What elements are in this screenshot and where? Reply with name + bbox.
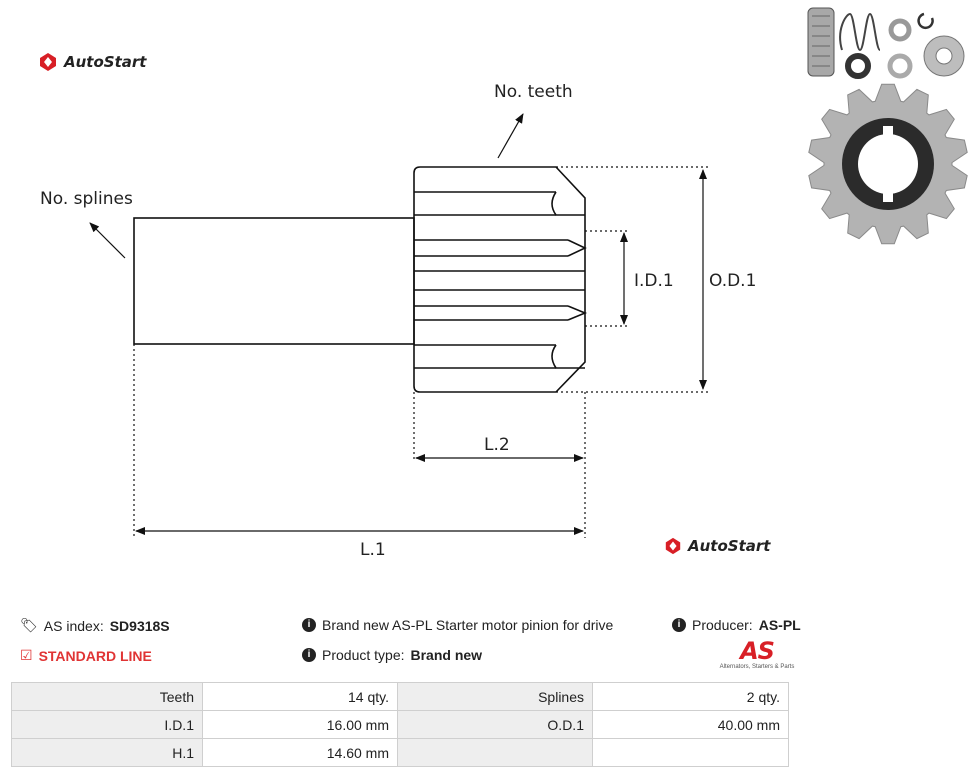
pinion-outline bbox=[133, 166, 588, 393]
info-icon: i bbox=[302, 618, 316, 632]
spec-value: 14.60 mm bbox=[202, 738, 398, 767]
as-logo-mark: AS bbox=[740, 637, 775, 665]
description-text: Brand new AS-PL Starter motor pinion for… bbox=[322, 617, 614, 633]
product-type-label: Product type: bbox=[322, 647, 405, 663]
autostart-logo-text: AutoStart bbox=[688, 537, 771, 555]
label-l2: L.2 bbox=[484, 435, 510, 455]
product-photo-kit bbox=[807, 7, 965, 79]
producer-label: Producer: bbox=[692, 617, 753, 633]
spec-value: 16.00 mm bbox=[202, 710, 398, 739]
standard-line-label: STANDARD LINE bbox=[38, 647, 152, 664]
as-logo-tagline: Alternators, Starters & Parts bbox=[719, 664, 795, 670]
table-row: I.D.1 16.00 mm O.D.1 40.00 mm bbox=[11, 710, 789, 739]
spec-value bbox=[592, 738, 789, 767]
autostart-logo-top: AutoStart bbox=[38, 52, 146, 72]
label-id1: I.D.1 bbox=[634, 271, 674, 291]
as-index-value: SD9318S bbox=[109, 617, 170, 634]
checkbox-icon: ☑ bbox=[20, 647, 33, 663]
dimension-lines bbox=[89, 113, 708, 538]
spec-label: I.D.1 bbox=[11, 710, 203, 739]
table-row: H.1 14.60 mm bbox=[11, 738, 789, 767]
spec-value: 40.00 mm bbox=[592, 710, 789, 739]
as-pl-logo: AS Alternators, Starters & Parts bbox=[714, 638, 800, 670]
spec-label: Splines bbox=[397, 682, 593, 711]
spec-table: Teeth 14 qty. Splines 2 qty. I.D.1 16.00… bbox=[11, 682, 789, 767]
standard-line-badge: ☑ STANDARD LINE bbox=[20, 647, 152, 664]
autostart-logo-icon bbox=[40, 53, 56, 71]
autostart-logo-text: AutoStart bbox=[64, 53, 147, 71]
product-type: i Product type: Brand new bbox=[302, 647, 482, 663]
spec-value: 2 qty. bbox=[592, 682, 789, 711]
spec-label: O.D.1 bbox=[397, 710, 593, 739]
info-icon: i bbox=[302, 648, 316, 662]
label-no-splines: No. splines bbox=[40, 189, 133, 209]
description: i Brand new AS-PL Starter motor pinion f… bbox=[302, 617, 613, 633]
product-photo-gear bbox=[808, 83, 968, 245]
producer: i Producer: AS-PL bbox=[672, 617, 801, 633]
pinion-technical-drawing: No. teeth No. splines I.D.1 O.D.1 L.2 L.… bbox=[40, 7, 968, 560]
producer-value: AS-PL bbox=[758, 617, 801, 633]
tag-icon: 🏷 bbox=[20, 617, 38, 633]
table-row: Teeth 14 qty. Splines 2 qty. bbox=[11, 682, 789, 711]
spec-label bbox=[397, 738, 593, 767]
label-no-teeth: No. teeth bbox=[494, 82, 573, 102]
autostart-logo-icon bbox=[665, 537, 681, 555]
product-type-value: Brand new bbox=[410, 647, 483, 663]
info-icon: i bbox=[672, 618, 686, 632]
as-index: 🏷 AS index: SD9318S bbox=[20, 617, 170, 634]
autostart-logo-bottom: AutoStart bbox=[664, 537, 770, 555]
spec-label: H.1 bbox=[11, 738, 203, 767]
as-index-label: AS index: bbox=[43, 617, 104, 634]
spec-label: Teeth bbox=[11, 682, 203, 711]
label-od1: O.D.1 bbox=[709, 271, 756, 291]
label-l1: L.1 bbox=[360, 540, 386, 560]
spec-value: 14 qty. bbox=[202, 682, 398, 711]
